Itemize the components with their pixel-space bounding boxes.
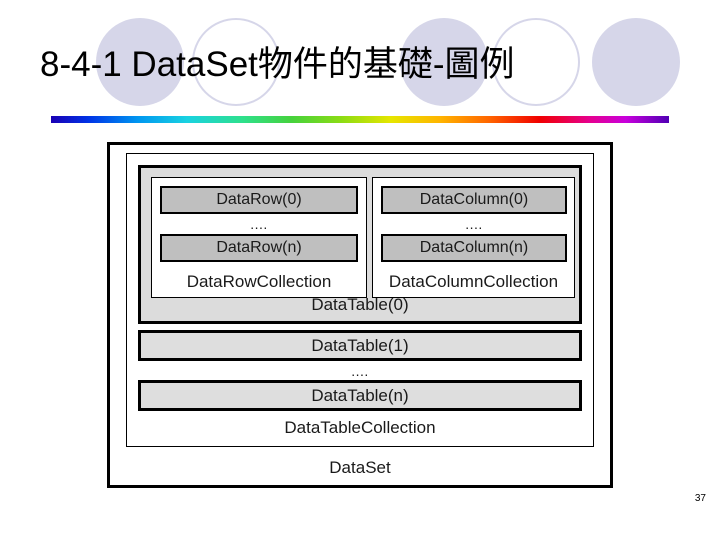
datatable-ellipsis: .... <box>351 363 369 379</box>
page-number: 37 <box>694 493 706 504</box>
datatable-0-label: DataTable(0) <box>311 295 409 314</box>
datatable-0-panel: DataTable(0) DataRow(0) .... DataRow(n) … <box>138 165 582 324</box>
datacolumn-n-item: DataColumn(n) <box>381 234 567 262</box>
rainbow-divider <box>51 116 669 123</box>
datarow-collection-label: DataRowCollection <box>186 272 332 291</box>
rainbow-divider-shadow <box>53 123 671 125</box>
datatable-n-item: DataTable(n) <box>138 380 582 411</box>
datacolumn-ellipsis: .... <box>465 216 483 232</box>
datatable-1-item: DataTable(1) <box>138 330 582 361</box>
page-title: 8-4-1 DataSet物件的基礎-圖例 <box>40 45 515 84</box>
datarow-0-item: DataRow(0) <box>160 186 358 214</box>
datarow-collection-panel: DataRow(0) .... DataRow(n) DataRowCollec… <box>151 177 367 298</box>
datarow-ellipsis: .... <box>250 216 268 232</box>
datacolumn-collection-panel: DataColumn(0) .... DataColumn(n) DataCol… <box>372 177 575 298</box>
datacolumn-collection-label: DataColumnCollection <box>388 272 559 291</box>
datatable-collection-label: DataTableCollection <box>284 418 436 437</box>
dataset-label: DataSet <box>329 458 391 477</box>
dataset-diagram: DataSet DataTableCollection DataTable(0)… <box>107 142 613 488</box>
datarow-n-item: DataRow(n) <box>160 234 358 262</box>
datacolumn-0-item: DataColumn(0) <box>381 186 567 214</box>
datatable-collection-panel: DataTableCollection DataTable(0) DataRow… <box>126 153 594 447</box>
